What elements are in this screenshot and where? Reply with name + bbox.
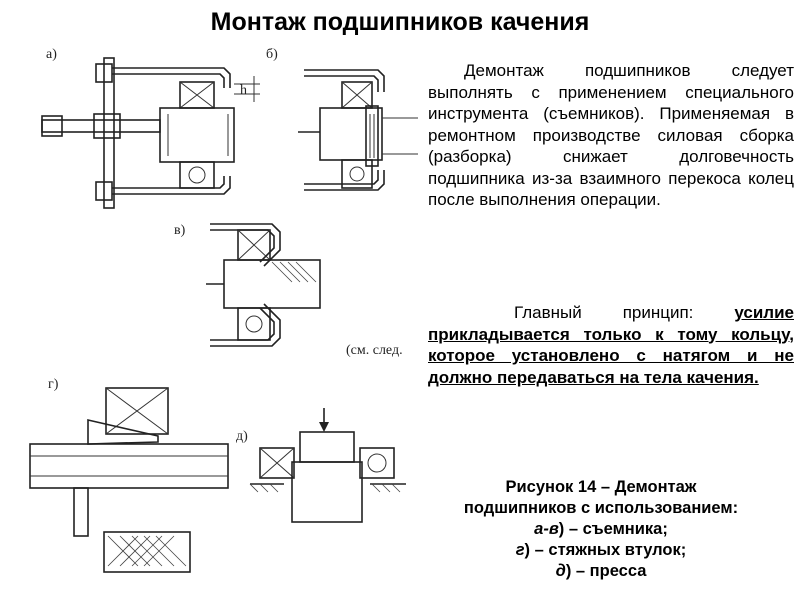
see-next-note: (см. след. — [346, 343, 403, 358]
page-title: Монтаж подшипников качения — [210, 8, 590, 36]
diagram-v: в) (см. след. — [174, 223, 403, 358]
label-d: д) — [236, 429, 248, 444]
label-v: в) — [174, 223, 186, 238]
caption-key-a-v: а-в — [534, 520, 559, 538]
label-g: г) — [48, 377, 59, 392]
diagram-d: д) — [236, 408, 406, 523]
caption-key-g: г — [515, 541, 525, 559]
caption-line-1: Рисунок 14 – Демонтаж — [505, 478, 697, 496]
caption-line-3: а-в) – съемника; — [416, 519, 786, 540]
caption-line-4: г) – стяжных втулок; — [416, 540, 786, 561]
paragraph-main-principle: Главный принцип: усилие прикладывается т… — [428, 302, 794, 388]
caption-line-5: д) – пресса — [416, 561, 786, 582]
diagram-b: б) — [266, 47, 418, 191]
label-b: б) — [266, 47, 278, 62]
paragraph-disassembly: Демонтаж подшипников следует выполнять с… — [428, 61, 794, 209]
caption-text-d: ) – пресса — [565, 562, 647, 580]
bearing-diagrams-svg: а) h — [29, 47, 418, 573]
bearing-removal-figure: а) h — [28, 44, 418, 600]
caption-line-2: подшипников с использованием: — [463, 499, 739, 517]
figure-caption: Рисунок 14 – Демонтаж подшипников с испо… — [416, 477, 786, 582]
principle-emphasis: усилие прикладывается только к тому коль… — [428, 303, 794, 387]
label-h: h — [240, 83, 247, 98]
principle-lead: Главный принцип: — [514, 303, 735, 322]
label-a: а) — [46, 47, 57, 62]
caption-key-d: д — [555, 562, 566, 580]
caption-text-a-v: ) – съемника; — [558, 520, 668, 538]
caption-text-g: ) – стяжных втулок; — [524, 541, 687, 559]
diagram-g: г) — [29, 377, 229, 573]
diagram-a: а) h — [41, 47, 260, 209]
